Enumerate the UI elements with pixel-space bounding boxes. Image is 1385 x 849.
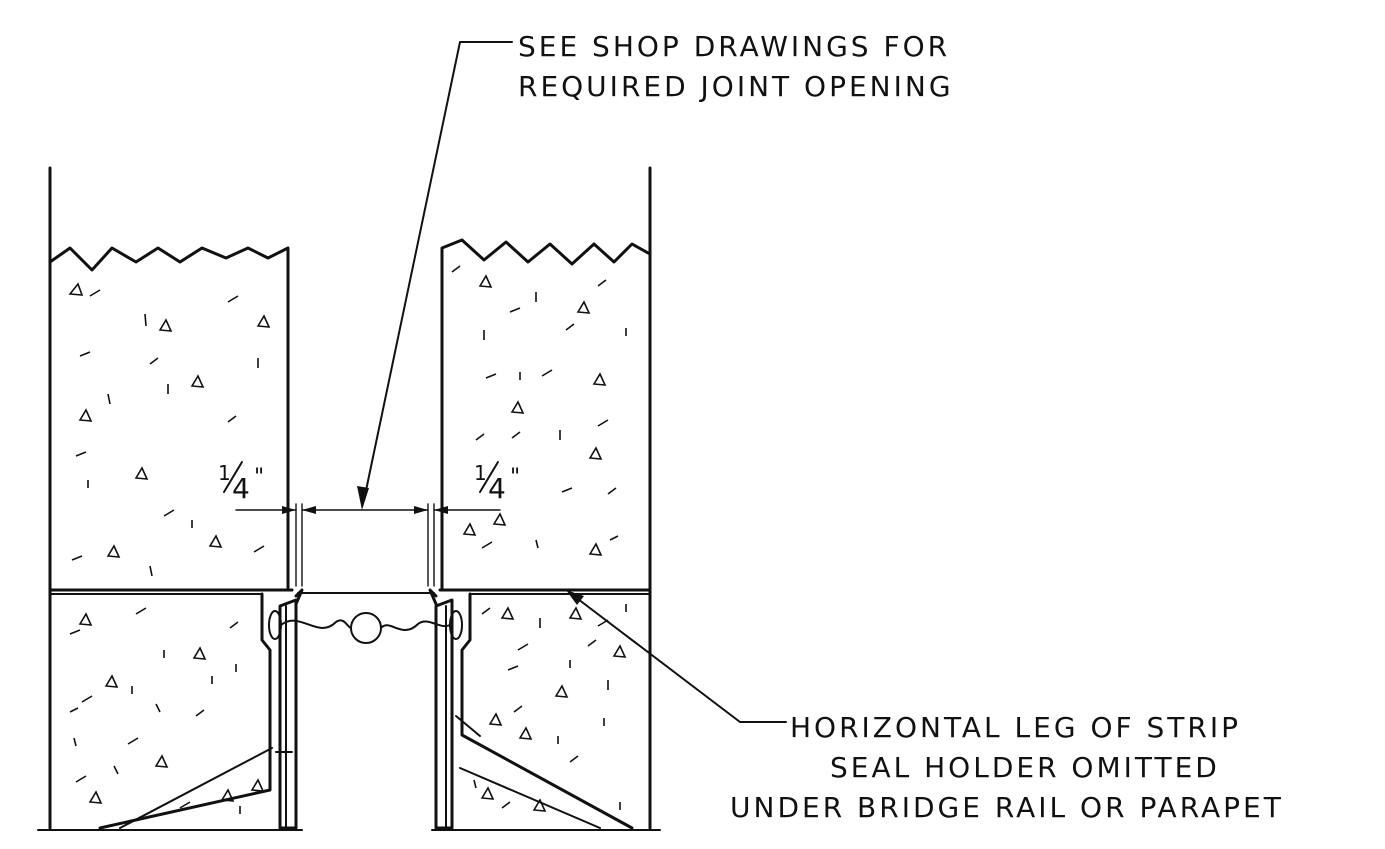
svg-text:4: 4 (488, 472, 506, 505)
svg-text:1: 1 (218, 461, 231, 485)
svg-text:": " (510, 465, 520, 490)
joint-opening-dimension (235, 503, 501, 587)
strip-seal-gland (268, 592, 463, 644)
svg-text:": " (254, 465, 264, 490)
seal-membrane-right (380, 620, 451, 631)
horizontal-leg-leader (573, 595, 787, 723)
joint-opening-leader-arrowhead (357, 486, 369, 510)
left-lower-concrete (49, 592, 273, 830)
right-upper-concrete (438, 238, 652, 592)
concrete-hatching (68, 265, 627, 814)
seal-membrane-left (280, 619, 352, 629)
joint-opening-note-line-1: SEE SHOP DRAWINGS FOR (518, 30, 950, 63)
right-lower-concrete (455, 592, 651, 830)
joint-opening-note: SEE SHOP DRAWINGS FOR REQUIRED JOINT OPE… (357, 30, 954, 510)
svg-text:1: 1 (474, 461, 487, 485)
seal-bulb (350, 612, 382, 644)
joint-opening-leader (363, 41, 513, 501)
horizontal-leg-note: HORIZONTAL LEG OF STRIP SEAL HOLDER OMIT… (566, 590, 1284, 824)
svg-text:4: 4 (232, 472, 250, 505)
horizontal-leg-note-line-3: UNDER BRIDGE RAIL OR PARAPET (730, 791, 1284, 824)
left-quarter-inch-label: 1 4 " (218, 461, 264, 505)
right-quarter-inch-label: 1 4 " (474, 461, 520, 505)
joint-opening-note-line-2: REQUIRED JOINT OPENING (518, 70, 954, 103)
horizontal-leg-note-line-2: SEAL HOLDER OMITTED (830, 751, 1220, 784)
horizontal-leg-note-line-1: HORIZONTAL LEG OF STRIP (790, 711, 1241, 744)
left-upper-concrete (48, 246, 294, 592)
left-seal-holder (275, 588, 304, 830)
